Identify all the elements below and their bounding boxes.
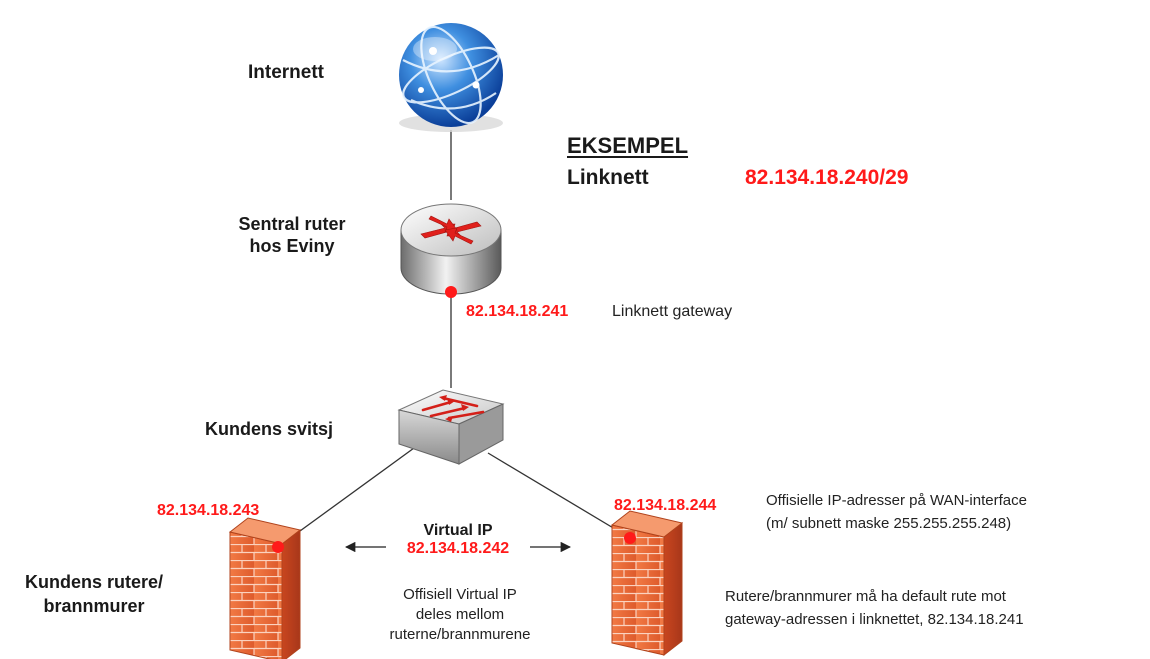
internet-label: Internett [248,62,324,83]
virtual-ip-note-line1: Offisiell Virtual IP [403,586,517,603]
gateway-label: Linknett gateway [612,303,733,320]
connection-points [272,286,636,553]
firewall-left-ip: 82.134.18.243 [157,502,260,519]
wan-note-line1: Offisielle IP-adresser på WAN-interface [766,492,1027,509]
link-switch-firewall-right [487,452,631,539]
link-switch-firewall-left [277,439,426,548]
firewall-group-label: Kundens rutere/ brannmurer [10,570,178,618]
firewall-right-point [624,532,636,544]
virtual-ip-note-line3: ruterne/brannmurene [389,626,531,643]
switch-icon [397,389,505,465]
virtual-ip-address: 82.134.18.242 [406,540,510,557]
wan-note-line2: (m/ subnett maske 255.255.255.248) [766,515,1012,532]
switch-label: Kundens svitsj [205,419,334,439]
firewall-left-point [272,541,284,553]
router-icon [400,203,502,295]
gateway-ip: 82.134.18.241 [466,303,569,320]
gateway-point [445,286,457,298]
firewall-icon [228,517,302,659]
wan-note: Offisielle IP-adresser på WAN-interface … [766,489,1027,535]
connection-lines [277,130,631,548]
firewall-icon [610,510,684,657]
router-label-line2: hos Eviny [249,236,335,256]
globe-icon [399,23,503,132]
router-label-line1: Sentral ruter [238,214,346,234]
linknett-label: Linknett [567,166,649,189]
virtual-ip-note-line2: deles mellom [415,606,505,623]
router-label: Sentral ruter hos Eviny [212,213,372,257]
virtual-ip-title: Virtual IP [423,522,493,539]
linknett-subnet: 82.134.18.240/29 [745,166,909,189]
firewall-group-line2: brannmurer [43,596,145,616]
firewall-group-line1: Kundens rutere/ [24,572,164,592]
route-note-line2: gateway-adressen i linknettet, 82.134.18… [725,611,1024,628]
example-heading: EKSEMPEL [567,133,689,158]
route-note: Rutere/brannmurer må ha default rute mot… [725,585,1024,631]
route-note-line1: Rutere/brannmurer må ha default rute mot [725,588,1006,605]
virtual-ip-note: Offisiell Virtual IP deles mellom rutern… [360,585,560,645]
firewall-right-ip: 82.134.18.244 [614,497,717,514]
